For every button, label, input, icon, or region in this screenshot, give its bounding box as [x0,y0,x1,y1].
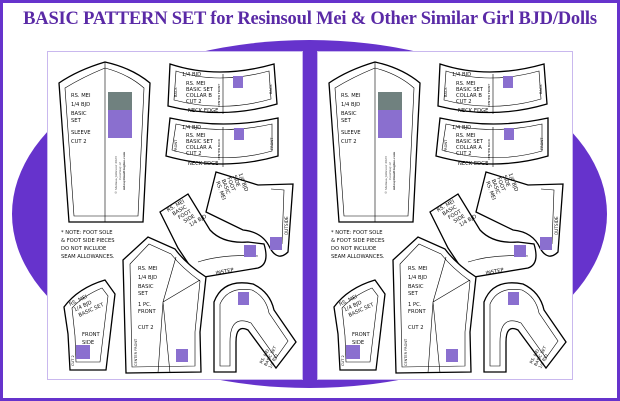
svg-text:NECK EDGE: NECK EDGE [188,108,218,114]
collar-a-label: RS. MEI BASIC SET COLLAR A CUT 2 [186,133,215,157]
svg-text:CENTER FRONT: CENTER FRONT [487,84,491,107]
pattern-sheet-right: RS. MEI 1/4 BJD BASIC SET SLEEVE CUT 2 ©… [317,51,573,380]
svg-text:RS. MEI 1/4 BJD BA: RS. MEI 1/4 BJD BASIC SET 1 PC. FRONT CU… [138,266,159,331]
pattern-sheet-drawing: RS. MEI 1/4 BJD BASIC SET SLEEVE CUT 2 ©… [58,61,297,374]
svg-text:CENTER FRONT: CENTER FRONT [404,338,408,366]
collar-a-label: RS. MEI BASIC SET COLLAR A CUT 2 [456,133,485,157]
svg-text:CENTER FRONT: CENTER FRONT [217,84,221,107]
collar-b-piece: 1/4 BJD RS. MEI BASIC SET COLLAR B CUT 2… [437,63,548,114]
front-bodice-piece: RS. MEI 1/4 BJD BASIC SET 1 PC. FRONT CU… [392,236,477,374]
svg-text:OUTSIDE: OUTSIDE [284,216,289,235]
svg-text:NECK EDGE: NECK EDGE [458,161,488,167]
svg-text:BACK: BACK [174,87,178,97]
svg-text:FRONT: FRONT [270,137,274,150]
collar-a-piece: 1/4 BJD RS. MEI BASIC SET COLLAR A CUT 2… [435,117,549,167]
collar-a-piece: 1/4 BJD RS. MEI BASIC SET COLLAR A CUT 2… [165,117,279,167]
sleeve-label: RS. MEI 1/4 BJD BASIC SET SLEEVE CUT 2 [71,93,92,145]
front-bodice-piece: RS. MEI 1/4 BJD BASIC SET 1 PC. FRONT CU… [122,236,207,374]
svg-text:CUT 2: CUT 2 [341,355,345,366]
svg-text:BACK: BACK [269,84,273,94]
copyright-courtesy: Courtesy of [118,162,122,180]
seam-allowance-note: * NOTE: FOOT SOLE & FOOT SIDE PIECES DO … [61,230,116,260]
collar-b-label: RS. MEI BASIC SET COLLAR B CUT 2 [456,81,485,105]
seam-allowance-note: * NOTE: FOOT SOLE & FOOT SIDE PIECES DO … [331,230,386,260]
svg-text:1/4 BJD: 1/4 BJD [182,125,201,131]
svg-text:NECK EDGE: NECK EDGE [188,161,218,167]
svg-text:CENTER BACK: CENTER BACK [487,138,491,160]
svg-text:1/4 BJD: 1/4 BJD [452,125,471,131]
copyright-website: mlesydmultiogine.com [392,151,396,190]
svg-text:CENTER FRONT: CENTER FRONT [134,338,138,366]
sleeve-label: RS. MEI 1/4 BJD BASIC SET SLEEVE CUT 2 [341,93,362,145]
svg-text:RS. MEI 1/4 BJD BA: RS. MEI 1/4 BJD BASIC SET 1 PC. FRONT CU… [408,266,429,331]
product-title: BASIC PATTERN SET for Resinsoul Mei & Ot… [23,9,597,29]
svg-text:1/4 BJD: 1/4 BJD [182,72,201,78]
pattern-sheet-drawing: RS. MEI 1/4 BJD BASIC SET SLEEVE CUT 2 ©… [328,61,567,374]
svg-text:INSTEP: INSTEP [485,267,504,277]
copyright-line: © Melissa Jolliceur 2023 [383,156,388,194]
foot-side-outside-piece: RS. MEI BASIC FOOT SIDE 1/4 BJD OUTSIDE [205,171,294,257]
svg-text:BACK: BACK [444,87,448,97]
copyright-line: © Melissa Jolliceur 2023 [113,156,118,194]
sleeve-piece: RS. MEI 1/4 BJD BASIC SET SLEEVE CUT 2 ©… [328,61,421,223]
svg-text:1/4 BJD: 1/4 BJD [452,72,471,78]
collar-b-piece: 1/4 BJD RS. MEI BASIC SET COLLAR B CUT 2… [167,63,278,114]
foot-sole-piece: RS. MEI BASIC SET 1/4 BJD [483,282,567,373]
svg-text:NECK EDGE: NECK EDGE [458,108,488,114]
foot-side-instep-piece: RS. MEI BASIC FOOT SIDE 1/4 BJD INSTEP [429,193,537,279]
collar-b-label: RS. MEI BASIC SET COLLAR B CUT 2 [186,81,215,105]
svg-text:FRONT: FRONT [444,139,448,152]
svg-text:CUT 2: CUT 2 [71,355,75,366]
svg-text:OUTSIDE: OUTSIDE [554,216,559,235]
copyright-website: mlesydmultiogine.com [122,151,126,190]
svg-text:RS. MEI BASIC SET: RS. MEI BASIC SET 1/4 BJD [528,342,552,369]
foot-side-outside-piece: RS. MEI BASIC FOOT SIDE 1/4 BJD OUTSIDE [475,171,564,257]
svg-text:BACK: BACK [539,84,543,94]
svg-text:FRONT: FRONT [540,137,544,150]
svg-text:FRONT: FRONT [174,139,178,152]
copyright-courtesy: Courtesy of [388,162,392,180]
svg-text:CENTER BACK: CENTER BACK [217,138,221,160]
foot-sole-piece: RS. MEI BASIC SET 1/4 BJD [213,282,297,373]
pattern-sheet-left: RS. MEI 1/4 BJD BASIC SET SLEEVE CUT 2 ©… [47,51,303,380]
foot-side-instep-piece: RS. MEI BASIC FOOT SIDE 1/4 BJD INSTEP [159,193,267,279]
svg-text:RS. MEI BASIC SET: RS. MEI BASIC SET 1/4 BJD [258,342,282,369]
sleeve-piece: RS. MEI 1/4 BJD BASIC SET SLEEVE CUT 2 ©… [58,61,151,223]
svg-text:INSTEP: INSTEP [215,267,234,277]
